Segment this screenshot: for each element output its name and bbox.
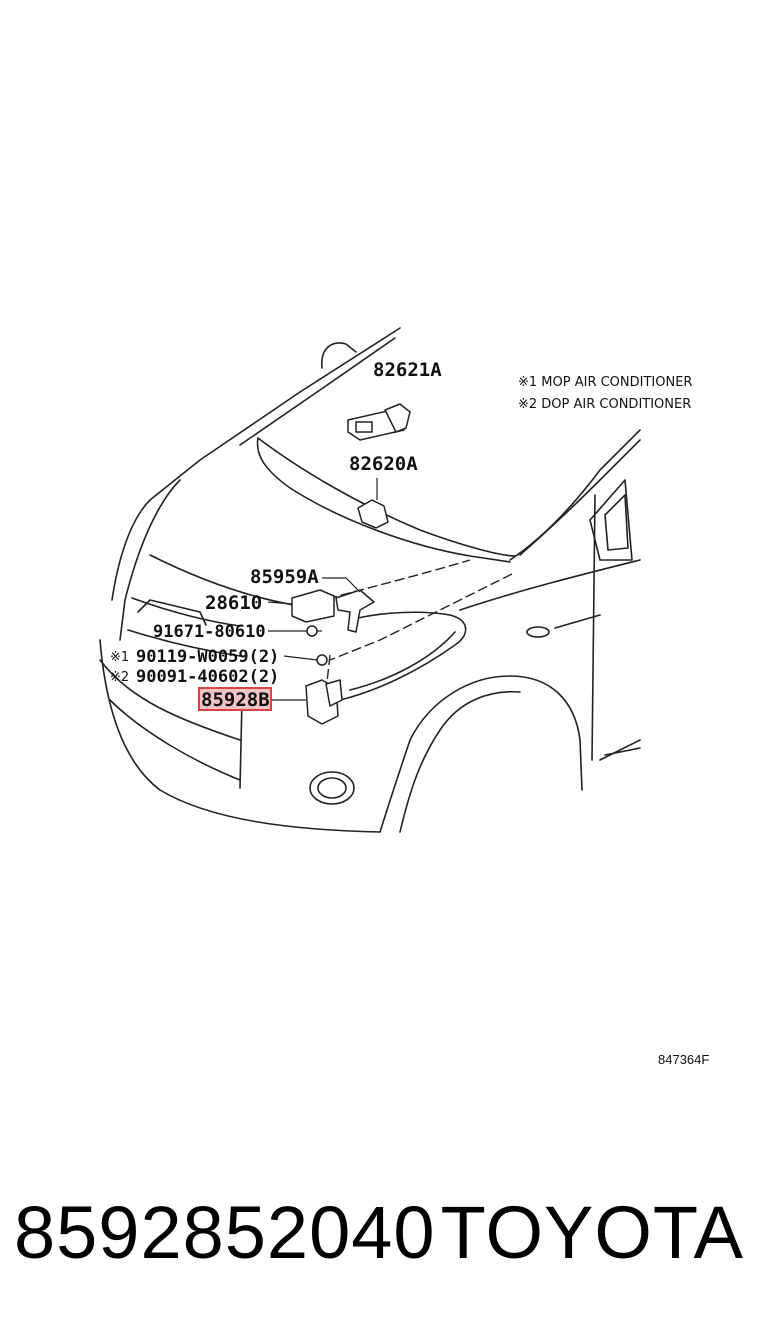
footer-part-number: 8592852040	[14, 1191, 436, 1274]
component-91671-80610	[306, 625, 322, 637]
note-mop-air-conditioner: ※1 MOP AIR CONDITIONER	[518, 375, 692, 390]
component-28610	[291, 577, 375, 633]
component-82621A	[347, 403, 411, 441]
part-label-90091-40602[interactable]: 90091-40602(2)	[136, 667, 279, 687]
part-label-91671-80610[interactable]: 91671-80610	[153, 622, 266, 642]
part-label-82620A[interactable]: 82620A	[349, 453, 418, 475]
figure-id: 847364F	[658, 1052, 709, 1067]
part-label-82621A[interactable]: 82621A	[373, 359, 442, 381]
footer-brand: TOYOTA	[440, 1191, 744, 1274]
part-label-85959A[interactable]: 85959A	[250, 566, 319, 588]
marker-1: ※1	[110, 650, 129, 665]
car-outline	[99, 327, 641, 833]
part-label-90119-W0059[interactable]: 90119-W0059(2)	[136, 647, 279, 667]
leader-lines	[267, 601, 318, 701]
highlight-box	[198, 687, 272, 711]
part-label-85928B[interactable]: 85928B	[201, 689, 270, 711]
part-label-28610[interactable]: 28610	[205, 592, 262, 614]
component-85928B	[305, 679, 343, 725]
component-90119-W0059	[316, 654, 328, 666]
marker-2: ※2	[110, 670, 129, 685]
note-dop-air-conditioner: ※2 DOP AIR CONDITIONER	[518, 397, 691, 412]
component-82620A	[357, 478, 389, 529]
